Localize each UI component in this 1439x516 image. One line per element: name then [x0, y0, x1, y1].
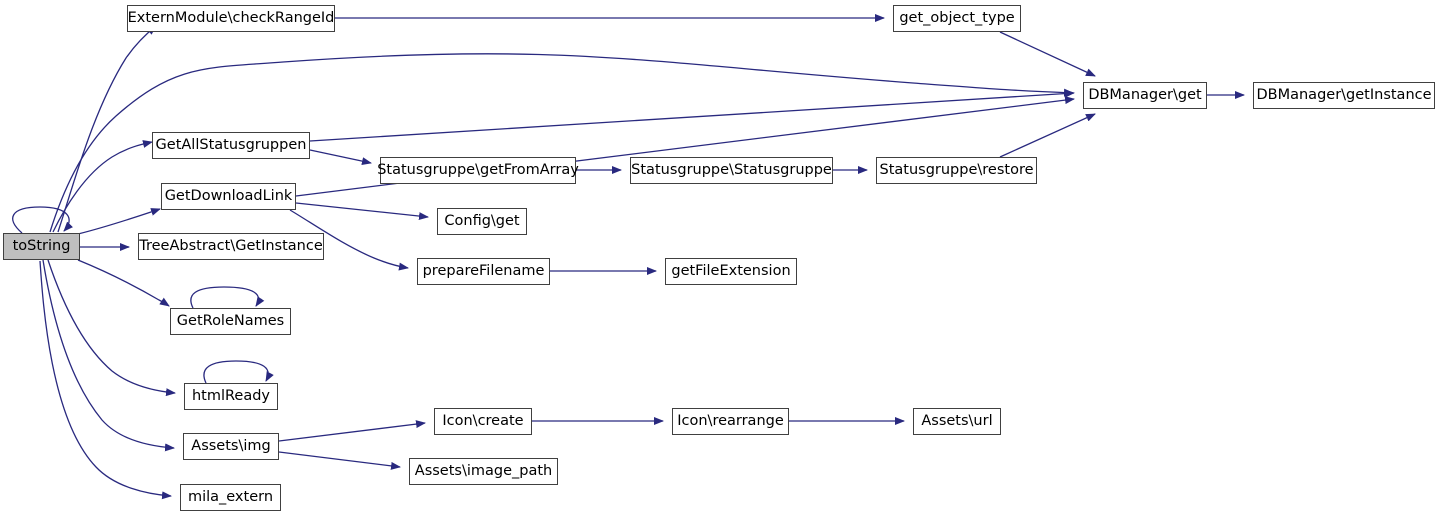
node-label-prepareFilename: prepareFilename [422, 263, 545, 280]
edge-toString-to-GetRoleNames [77, 259, 170, 307]
node-GetAllStatusgruppen[interactable]: GetAllStatusgruppen [152, 132, 310, 159]
node-getFileExtension[interactable]: getFileExtension [665, 258, 797, 285]
node-label-GetAllStatusgruppen: GetAllStatusgruppen [155, 137, 307, 154]
edge-toString-to-GetAllStatusgruppen [52, 140, 153, 233]
node-label-dbmanager_getInstance: DBManager\getInstance [1256, 87, 1432, 104]
edge-toString-to-mila_extern [39, 260, 172, 500]
edge-GetAllStatusgruppen-to-dbmanager_get [309, 89, 1075, 142]
node-htmlReady[interactable]: htmlReady [184, 383, 278, 410]
node-GetRoleNames[interactable]: GetRoleNames [170, 308, 291, 335]
node-label-GetRoleNames: GetRoleNames [176, 313, 285, 330]
node-label-GetDownloadLink: GetDownloadLink [164, 188, 293, 205]
node-assets_image_path[interactable]: Assets\image_path [409, 458, 558, 485]
node-assets_img[interactable]: Assets\img [183, 433, 279, 460]
node-assets_url[interactable]: Assets\url [913, 408, 1001, 435]
node-dbmanager_get[interactable]: DBManager\get [1083, 82, 1207, 109]
edge-GetAllStatusgruppen-to-sg_getFromArray [309, 149, 372, 166]
node-mila_extern[interactable]: mila_extern [180, 484, 281, 511]
edge-assets_img-to-icon_create [278, 420, 426, 442]
node-checkRangeId[interactable]: ExternModule\checkRangeId [127, 5, 335, 32]
edge-sg_restore-to-dbmanager_get [999, 113, 1096, 158]
node-sg_getFromArray[interactable]: Statusgruppe\getFromArray [377, 157, 579, 184]
edge-toString-to-toString [12, 206, 74, 234]
node-label-icon_rearrange: Icon\rearrange [677, 413, 784, 430]
edge-toString-to-assets_img [42, 259, 175, 452]
edge-GetDownloadLink-to-prepareFilename [289, 209, 409, 271]
node-label-sg_getFromArray: Statusgruppe\getFromArray [377, 162, 579, 179]
node-label-sg_Statusgruppe: Statusgruppe\Statusgruppe [631, 162, 832, 179]
node-label-toString: toString [12, 238, 71, 255]
node-config_get[interactable]: Config\get [437, 208, 527, 235]
edge-htmlReady-to-htmlReady [203, 360, 274, 384]
node-label-checkRangeId: ExternModule\checkRangeId [127, 10, 335, 27]
node-toString[interactable]: toString [3, 233, 80, 260]
edge-GetDownloadLink-to-config_get [295, 202, 429, 221]
edge-GetRoleNames-to-GetRoleNames [190, 286, 265, 309]
node-label-config_get: Config\get [444, 213, 520, 230]
node-icon_create[interactable]: Icon\create [434, 408, 532, 435]
node-label-mila_extern: mila_extern [187, 489, 274, 506]
edge-toString-to-checkRangeId [57, 25, 157, 233]
edge-toString-to-htmlReady [47, 259, 176, 397]
node-label-icon_create: Icon\create [442, 413, 524, 430]
node-label-get_object_type: get_object_type [899, 10, 1015, 27]
node-label-dbmanager_get: DBManager\get [1088, 87, 1202, 104]
node-dbmanager_getInstance[interactable]: DBManager\getInstance [1253, 82, 1435, 109]
node-label-getFileExtension: getFileExtension [671, 263, 791, 280]
node-get_object_type[interactable]: get_object_type [893, 5, 1021, 32]
edge-get_object_type-to-dbmanager_get [999, 31, 1096, 77]
node-icon_rearrange[interactable]: Icon\rearrange [672, 408, 789, 435]
node-prepareFilename[interactable]: prepareFilename [417, 258, 550, 285]
node-GetDownloadLink[interactable]: GetDownloadLink [161, 183, 296, 210]
node-label-TreeAbstract_GetInstance: TreeAbstract\GetInstance [139, 238, 323, 255]
edge-toString-to-dbmanager_get [49, 53, 1074, 233]
node-label-assets_url: Assets\url [921, 413, 993, 430]
node-label-sg_restore: Statusgruppe\restore [879, 162, 1034, 179]
node-label-htmlReady: htmlReady [191, 388, 271, 405]
node-TreeAbstract_GetInstance[interactable]: TreeAbstract\GetInstance [138, 233, 324, 260]
node-label-assets_img: Assets\img [191, 438, 271, 455]
node-label-assets_image_path: Assets\image_path [414, 463, 553, 480]
edge-toString-to-GetDownloadLink [77, 208, 161, 235]
node-sg_Statusgruppe[interactable]: Statusgruppe\Statusgruppe [630, 157, 833, 184]
node-sg_restore[interactable]: Statusgruppe\restore [876, 157, 1037, 184]
edge-assets_img-to-assets_image_path [278, 451, 401, 470]
